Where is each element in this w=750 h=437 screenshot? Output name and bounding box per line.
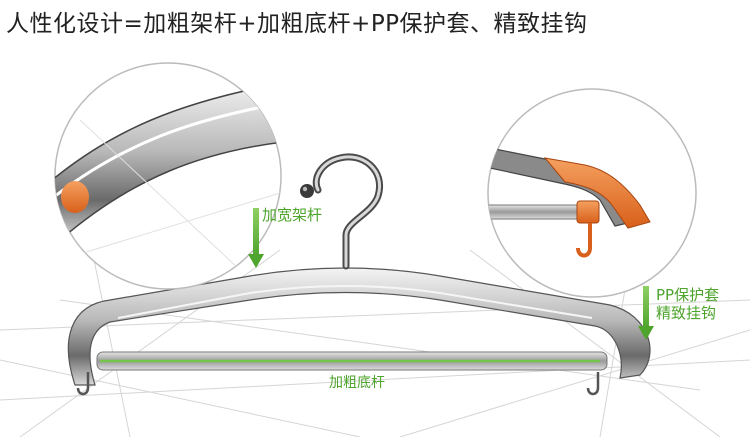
zoom-frame-detail: [54, 62, 282, 290]
callout-frame-bar: 加宽架杆: [262, 206, 323, 224]
hanger-hook: [312, 153, 384, 270]
end-hooks: [76, 372, 600, 396]
callout-pp-cover: PP保护套 精致挂钩: [656, 286, 719, 322]
zoom-cover-detail: [487, 88, 697, 298]
headline: 人性化设计=加粗架杆+加粗底杆+PP保护套、精致挂钩: [6, 11, 588, 37]
arrow-frame-bar: [248, 208, 264, 268]
sketch-lines: [0, 239, 750, 437]
callout-pp-cover-line2: 精致挂钩: [656, 304, 717, 322]
callout-bottom-bar: 加粗底杆: [329, 375, 385, 391]
arrow-pp-cover: [638, 286, 654, 340]
callout-pp-cover-line1: PP保护套: [656, 286, 720, 304]
bottom-rod: [96, 351, 608, 371]
hook-ball-tip: [300, 184, 314, 198]
